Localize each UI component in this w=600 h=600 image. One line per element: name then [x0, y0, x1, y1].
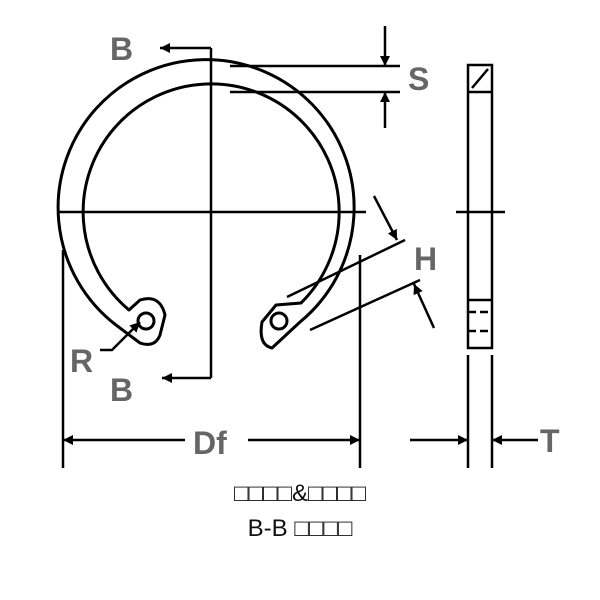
h-arrow-bottom	[412, 283, 436, 329]
label-s: S	[408, 61, 429, 97]
caption-line-2: B-B □□□□	[247, 515, 353, 542]
r-leader	[100, 321, 141, 352]
h-arrow-top	[372, 195, 399, 241]
label-h: H	[414, 241, 437, 277]
label-r: R	[70, 343, 93, 379]
right-lug-hole	[269, 311, 289, 331]
caption-line-1: □□□□&□□□□	[234, 480, 366, 507]
label-section-top: B	[110, 31, 133, 67]
label-section-bottom: B	[110, 372, 133, 408]
ring-outline	[56, 58, 356, 350]
label-t: T	[540, 423, 560, 459]
label-df: Df	[193, 425, 227, 461]
left-lug-hole	[136, 311, 156, 331]
side-view	[466, 63, 494, 350]
